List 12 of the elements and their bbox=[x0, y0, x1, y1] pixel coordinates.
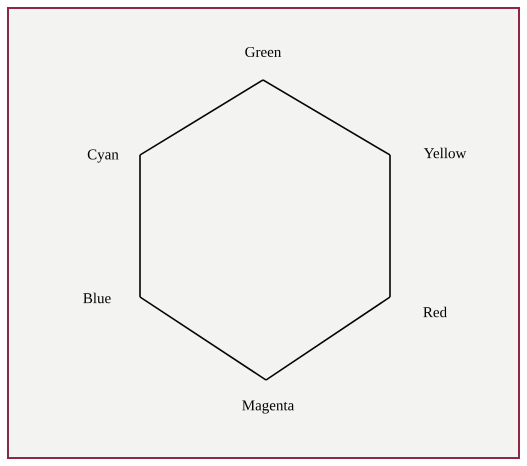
vertex-label: Red bbox=[423, 306, 447, 318]
hexagon-side bbox=[139, 155, 141, 297]
vertex-label: Cyan bbox=[88, 149, 119, 163]
vertex-label: Magenta bbox=[242, 400, 294, 414]
hexagon-side bbox=[389, 155, 391, 297]
hexagon-side bbox=[140, 296, 266, 381]
hexagon-side bbox=[266, 296, 390, 381]
vertex-label: Green bbox=[245, 46, 282, 58]
hexagon-side bbox=[140, 79, 264, 156]
vertex-label: Blue bbox=[83, 292, 111, 304]
vertex-label: Yellow bbox=[424, 148, 466, 158]
hexagon-side bbox=[262, 79, 390, 156]
